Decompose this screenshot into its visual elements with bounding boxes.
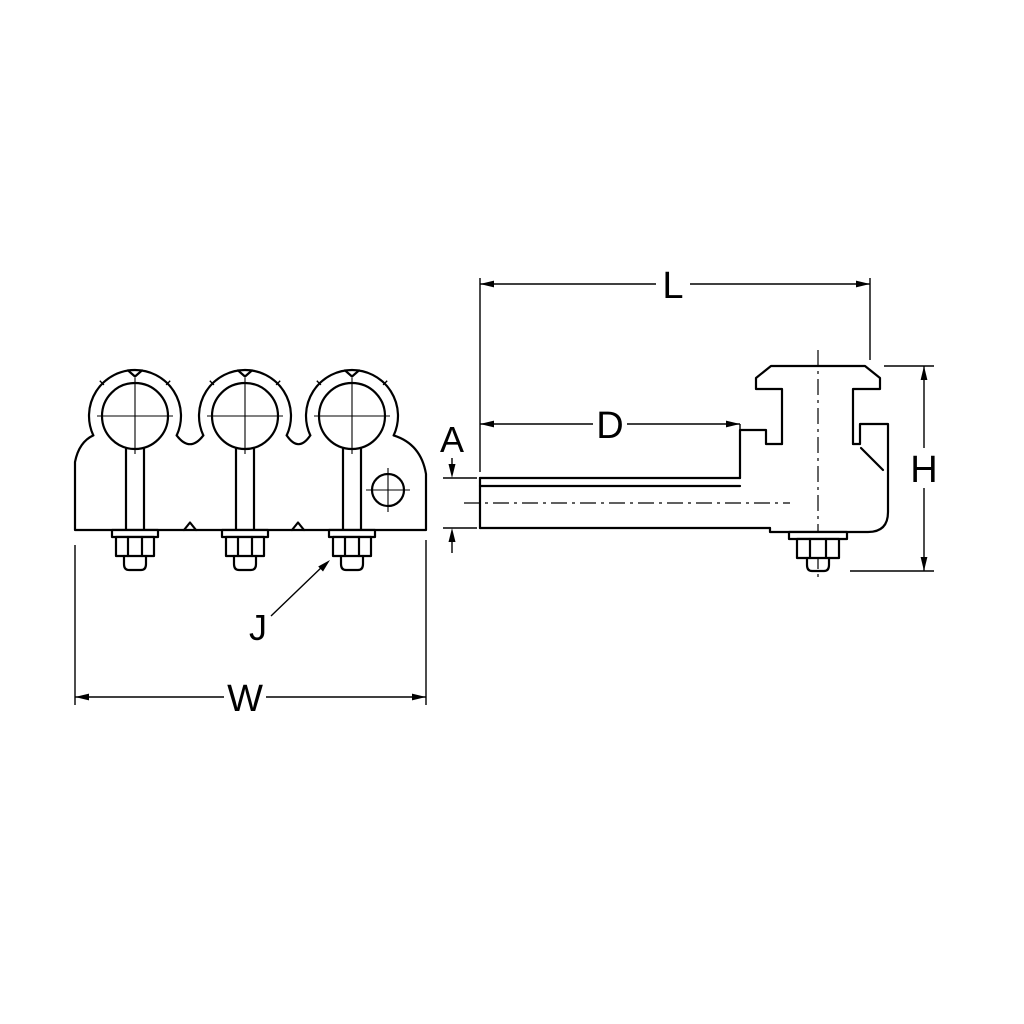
arrowhead-icon: [412, 693, 426, 701]
bolt-tip: [122, 554, 148, 572]
bolt-assembly-1: [110, 447, 160, 572]
center-cross-icon: [97, 378, 173, 454]
bolt-assembly-side: [787, 530, 849, 573]
clamp-ring-2: [197, 368, 293, 454]
center-cross-icon: [207, 378, 283, 454]
bolt-tip: [805, 556, 831, 573]
bolt-assembly-2: [220, 447, 270, 572]
top-notch: [126, 369, 144, 378]
dimension-label-h: H: [910, 449, 937, 491]
dimension-label-a: A: [440, 419, 464, 460]
keeper-top-piece: [754, 364, 882, 446]
arrowhead-icon: [480, 420, 494, 428]
parting-ticks: [316, 380, 388, 386]
parting-ticks: [209, 380, 281, 386]
bolt-tip: [232, 554, 258, 572]
arrowhead-icon: [448, 464, 456, 478]
break-mark: [290, 521, 306, 532]
bolt-tip: [339, 554, 365, 572]
gusset-line: [859, 446, 885, 472]
arrowhead-icon: [75, 693, 89, 701]
arrowhead-icon: [920, 366, 928, 380]
arrowhead-icon: [856, 280, 870, 288]
clamp-ring-1: [87, 368, 183, 454]
extension-lines: [850, 365, 934, 572]
extension-lines: [443, 477, 477, 529]
terminal-pad: [464, 476, 790, 530]
hex-nut: [224, 535, 266, 558]
top-notch: [236, 369, 254, 378]
leader-line: [270, 564, 325, 617]
dimension-label-j: J: [249, 607, 267, 648]
side-view: L D A H: [440, 264, 941, 580]
hex-nut: [114, 535, 156, 558]
dimension-a: A: [440, 419, 477, 553]
arrowhead-icon: [726, 420, 740, 428]
callout-j: J: [249, 560, 330, 648]
arrowhead-icon: [920, 557, 928, 571]
arrowhead-icon: [480, 280, 494, 288]
hex-nut: [795, 537, 841, 560]
arrowhead-icon: [448, 528, 456, 542]
dimension-d: D: [480, 404, 741, 474]
dimension-label-d: D: [596, 405, 623, 447]
center-cross-icon: [314, 378, 390, 454]
arrowhead-icon: [318, 560, 330, 572]
dimension-l: L: [479, 264, 871, 472]
top-notch: [343, 369, 361, 378]
dimension-h: H: [850, 365, 941, 572]
parting-ticks: [99, 380, 171, 386]
dimension-w: W: [74, 540, 427, 720]
extension-lines: [74, 540, 427, 705]
bolt-assembly-3: [327, 447, 377, 572]
break-mark: [182, 521, 198, 532]
clamp-ring-3: [304, 368, 400, 454]
lug-hole-cross-icon: [366, 468, 410, 512]
extension-lines: [479, 278, 871, 472]
dimension-label-w: W: [227, 678, 263, 720]
front-view: W J: [73, 368, 428, 720]
dimension-label-l: L: [662, 265, 683, 307]
hex-nut: [331, 535, 373, 558]
